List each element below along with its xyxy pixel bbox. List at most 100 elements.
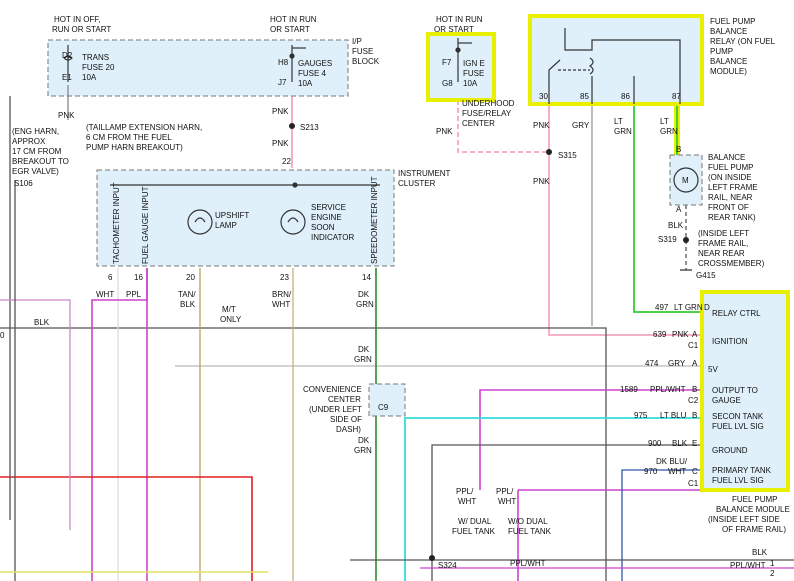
zero-label: 0 [0,331,5,340]
bottom-wire-label: PPL/WHT [510,559,546,568]
motor-label: M [682,176,689,185]
w-dual-2: FUEL TANK [452,527,496,536]
blk-main-label: BLK [34,318,50,327]
wire-497: LT GRN [674,303,703,312]
taillamp-1: (TAILLAMP EXTENSION HARN, [86,123,202,132]
primary-tank-1: PRIMARY TANK [712,466,772,475]
wire-85-label: GRY [572,121,590,130]
ground-label: GROUND [712,446,748,455]
circuit-900: 900 [648,439,662,448]
output-gauge-1: OUTPUT TO [712,386,758,395]
pnk-s315-label: PNK [533,177,550,186]
conv-label4: SIDE OF [330,415,362,424]
labels: HOT IN OFF, RUN OR START D2 E1 TRANS FUS… [0,15,790,578]
pin-975: B [692,411,697,420]
wire-86-label1: LT [614,117,623,126]
wire-474: GRY [668,359,686,368]
underhood-label1: UNDERHOOD [462,99,515,108]
igne-top-pin: F7 [442,58,452,67]
relay-pin-86: 86 [621,92,630,101]
service-2: ENGINE [311,213,342,222]
underhood-label2: FUSE/RELAY [462,109,512,118]
wire-87-label2: GRN [660,127,678,136]
conv-pin: C9 [378,403,389,412]
pump-label2: FUEL PUMP [708,163,754,172]
taillamp-3: PUMP HARN BREAKOUT) [86,143,183,152]
igne-power-line2: OR START [434,25,474,34]
s213-label: S213 [300,123,319,132]
relay-internals [548,28,681,104]
trans-power-line2: RUN OR START [52,25,111,34]
gauges-power-line2: OR START [270,25,310,34]
conn-c1-a: C1 [688,341,699,350]
secon-tank-2: FUEL LVL SIG [712,422,764,431]
pnk-s213-b-label: PNK [272,139,289,148]
relay-pin-30: 30 [539,92,548,101]
conv-label2: CENTER [328,395,361,404]
wire-87-label1: LT [660,117,669,126]
conv-label5: DASH) [336,425,361,434]
igne-name2: FUSE [463,69,484,78]
circuit-970: 970 [644,467,658,476]
igne-power-line1: HOT IN RUN [436,15,483,24]
w-dual-1: W/ DUAL [458,517,492,526]
igne-highlight [426,32,496,102]
tan-label2: BLK [180,300,196,309]
pump-pin-a: A [676,205,682,214]
pin22-label: 22 [282,157,291,166]
eng-harn-3: 17 CM FROM [12,147,62,156]
fuse-block-label2: FUSE [352,47,373,56]
underhood-label3: CENTER [462,119,495,128]
relay-label4: PUMP [710,47,733,56]
s319-label: S319 [658,235,677,244]
gauges-top-pin: H8 [278,58,289,67]
s319-desc1: (INSIDE LEFT [698,229,749,238]
tan-label1: TAN/ [178,290,196,299]
pin-639: A [692,330,698,339]
relay-label5: BALANCE [710,57,747,66]
speedo-input: SPEEDOMETER INPUT [370,176,379,264]
gauges-name1: GAUGES [298,59,332,68]
cluster-lamps [110,182,380,235]
conv-dkgrn-bot2: GRN [354,446,372,455]
primary-tank-2: FUEL LVL SIG [712,476,764,485]
circuit-975: 975 [634,411,648,420]
mt-only-2: ONLY [220,315,242,324]
eng-harn-1: (ENG HARN, [12,127,59,136]
circuit-1589: 1589 [620,385,638,394]
wire-970-2: WHT [668,467,686,476]
pump-label3: (ON INSIDE [708,173,752,182]
module-label1: FUEL PUMP [732,495,778,504]
ppl-label: PPL [126,290,142,299]
eng-harn-2: APPROX [12,137,46,146]
motor-symbol [673,167,699,271]
relay-pin-85: 85 [580,92,589,101]
dual-wire-b1: PPL/ [496,487,514,496]
trans-top-pin: D2 [62,51,73,60]
upshift-2: LAMP [215,221,237,230]
conn-c1-c: C1 [688,479,699,488]
pump-label6: FRONT OF [708,203,749,212]
cluster-label1: INSTRUMENT [398,169,451,178]
relay-highlight [528,14,704,106]
gauges-name2: FUSE 4 [298,69,327,78]
pin-14: 14 [362,273,371,282]
upshift-1: UPSHIFT [215,211,249,220]
fuse-block-label1: I/P [352,37,362,46]
trans-bottom-pin: E1 [62,73,72,82]
relay-label1: FUEL PUMP [710,17,756,26]
fuse-symbols [63,38,472,82]
wire-975: LT BLU [660,411,687,420]
relay-ctrl-label: RELAY CTRL [712,309,761,318]
fuel-gauge-input: FUEL GAUGE INPUT [141,186,150,264]
bottom-blk-label: BLK [752,548,768,557]
brn-label2: WHT [272,300,290,309]
bottom-pin1: 1 [770,559,775,568]
module-label2: BALANCE MODULE [716,505,790,514]
box-fills [48,16,788,490]
relay-label3: RELAY (ON FUEL [710,37,776,46]
eng-harn-5: EGR VALVE) [12,167,59,176]
trans-name3: 10A [82,73,97,82]
igne-bottom-pin: G8 [442,79,453,88]
bottom-pin2: 2 [770,569,775,578]
